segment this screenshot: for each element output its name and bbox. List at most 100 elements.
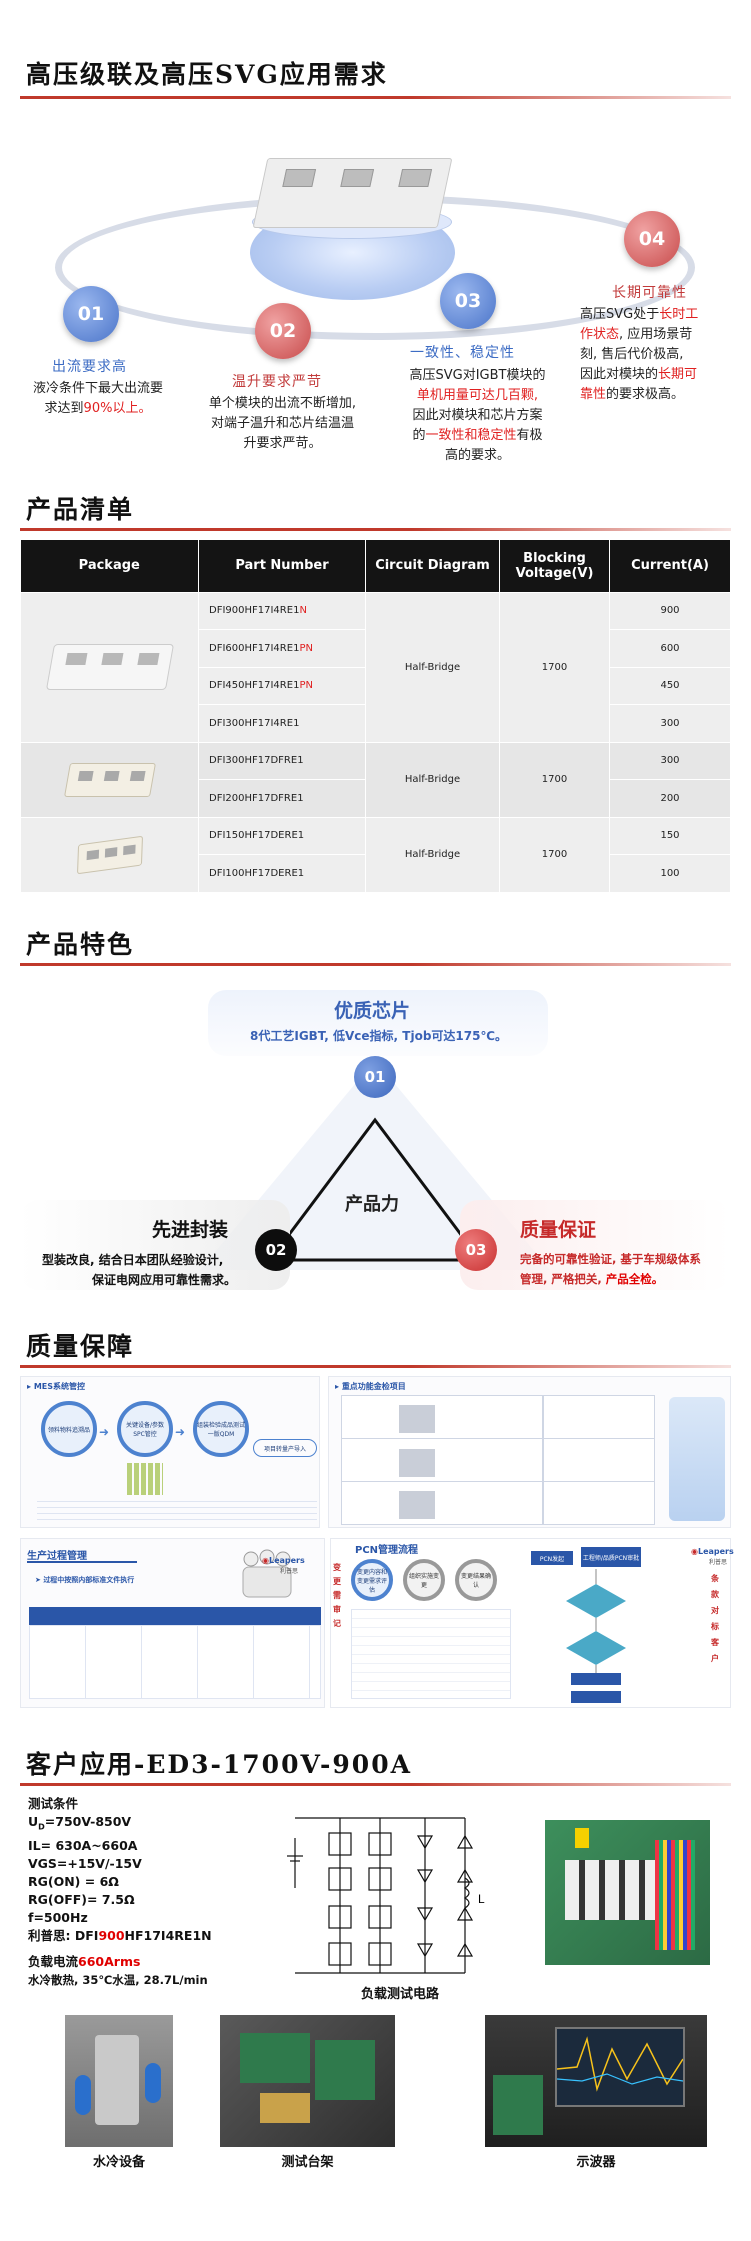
product-table: Package Part Number Circuit Diagram Bloc… xyxy=(20,540,731,893)
feature-title-03: 一致性、稳定性 xyxy=(410,345,515,361)
cond-cooling: 水冷散热, 35℃水温, 28.7L/min xyxy=(28,1972,208,1987)
current: 450 xyxy=(609,666,731,705)
load-test-circuit: L xyxy=(287,1817,485,1974)
pcn-title: PCN管理流程 xyxy=(355,1545,419,1556)
water-cooling-photo xyxy=(65,2015,173,2147)
col-voltage: Blocking Voltage(V) xyxy=(499,540,610,592)
pcn-table xyxy=(351,1609,511,1699)
pcn-step-2: 组织实施变更 xyxy=(403,1559,445,1601)
package-image-62mm xyxy=(20,741,199,818)
photo-caption-water: 水冷设备 xyxy=(92,2155,145,2170)
section-title-customer-app: 客户应用-ED3-1700V-900A xyxy=(26,1750,412,1779)
circuit-diagram: Half-Bridge xyxy=(365,741,500,818)
pcn-start: PCN发起 xyxy=(531,1551,573,1565)
part-number: DFI300HF17DFRE1 xyxy=(198,741,366,780)
people-icon xyxy=(237,1547,297,1603)
mes-flow-1: 领料物料追溯品 xyxy=(41,1401,97,1457)
feature-text-02: 单个模块的出流不断增加, 对端子温升和芯片结温温 升要求严苛。 xyxy=(208,396,357,451)
arrow-icon: ➜ xyxy=(175,1425,186,1439)
circuit-diagram: Half-Bridge xyxy=(365,591,500,743)
cond-ud: UD=750V-850V xyxy=(28,1814,132,1832)
brand-logo-2: ◉Leapers xyxy=(262,1556,305,1565)
current: 100 xyxy=(609,854,731,893)
svg-text:L: L xyxy=(478,1892,485,1906)
feature-text-04: 高压SVG处于长时工 作状态, 应用场景苛 刻, 售后代价极高, 因此对模块的长… xyxy=(580,307,699,402)
process-underline xyxy=(27,1561,137,1563)
part-number: DFI900HF17I4RE1N xyxy=(198,591,366,630)
mes-flow-3: 组装检验成品测试 一版QDM xyxy=(193,1401,249,1457)
mes-notes xyxy=(37,1501,317,1523)
col-package: Package xyxy=(20,540,199,592)
feature-text-quality-1: 完备的可靠性验证, 基于车规级体系 xyxy=(520,1252,701,1266)
pcn-step-1: 变更内容和变更需求评估 xyxy=(351,1559,393,1601)
process-table-header xyxy=(29,1607,321,1625)
process-sub: ➤ 过程中按照内部标准文件执行 xyxy=(35,1576,135,1584)
feature-text-chip: 8代工艺IGBT, 低Vce指标, Tjob可达175℃。 xyxy=(250,1029,508,1043)
key-items-table xyxy=(341,1395,543,1525)
feature-text-package-2: 保证电网应用可靠性需求。 xyxy=(92,1273,237,1287)
blocking-voltage: 1700 xyxy=(499,591,610,743)
feature-ball-04: 04 xyxy=(624,211,680,267)
brand-cn-2: 利普思 xyxy=(280,1568,299,1575)
current: 150 xyxy=(609,816,731,855)
feature-num-02: 02 xyxy=(255,1229,297,1271)
feature-text-01: 液冷条件下最大出流要 求达到90%以上。 xyxy=(32,381,163,416)
part-number: DFI450HF17I4RE1PN xyxy=(198,666,366,705)
test-conditions: 测试条件 UD=750V-850V IL= 630A~660A VGS=+15V… xyxy=(28,1796,212,1987)
feature-title-chip: 优质芯片 xyxy=(334,1000,411,1022)
mes-flow-2: 关键设备/参数SPC管控 xyxy=(117,1401,173,1457)
pcn-panel: PCN管理流程 变更需审记 变更内容和变更需求评估 组织实施变更 变更结果确认 … xyxy=(330,1538,734,1708)
circuit-diagram: Half-Bridge xyxy=(365,816,500,893)
feature-banner-03 xyxy=(460,1200,730,1290)
section-divider xyxy=(20,963,731,966)
section-divider xyxy=(20,1365,731,1368)
section-title-svg-demand: 高压级联及高压SVG应用需求 xyxy=(26,60,388,89)
process-title: 生产过程管理 xyxy=(27,1551,87,1562)
current: 600 xyxy=(609,629,731,668)
key-items-note xyxy=(669,1397,725,1521)
mes-title: ▸ MES系统管控 xyxy=(27,1382,85,1391)
package-image-ed3 xyxy=(20,591,199,743)
oscilloscope-photo xyxy=(485,2015,707,2147)
col-part-number: Part Number xyxy=(198,540,366,592)
feature-title-quality: 质量保证 xyxy=(520,1219,597,1241)
cond-title: 测试条件 xyxy=(28,1796,79,1811)
section-divider xyxy=(20,528,731,531)
key-items-table-right xyxy=(543,1395,655,1525)
table-row: DFI200HF17DFRE1 200 xyxy=(21,779,731,818)
igbt-module-image xyxy=(252,158,453,228)
pcn-side-left: 变更需审记 xyxy=(333,1563,341,1628)
table-row: DFI900HF17I4RE1N Half-Bridge 1700 900 xyxy=(20,591,731,743)
pcn-flowchart xyxy=(566,1569,626,1703)
table-row: DFI150HF17DERE1 Half-Bridge 1700 150 xyxy=(20,816,731,893)
center-label: 产品力 xyxy=(345,1194,399,1215)
circuit-caption: 负载测试电路 xyxy=(360,1987,439,2002)
section-divider xyxy=(20,1783,731,1786)
part-number: DFI150HF17DERE1 xyxy=(198,816,366,855)
cond-part: 利普思: DFI900HF17I4RE1N xyxy=(28,1927,212,1943)
current: 900 xyxy=(609,591,731,630)
test-bench-photo xyxy=(220,2015,395,2147)
blocking-voltage: 1700 xyxy=(499,816,610,893)
pcn-approval: 工程师/品质PCN审批 xyxy=(581,1547,641,1567)
equipment-photo xyxy=(399,1449,435,1477)
pcn-step-3: 变更结果确认 xyxy=(455,1559,497,1601)
process-panel: 生产过程管理 ➤ 过程中按照内部标准文件执行 xyxy=(20,1538,325,1708)
mes-panel: ▸ MES系统管控 领料物料追溯品 ➜ 关键设备/参数SPC管控 ➜ 组装检验成… xyxy=(20,1376,320,1528)
pcn-side-right: 条款对标客户 xyxy=(711,1574,719,1663)
current: 300 xyxy=(609,704,731,743)
blocking-voltage: 1700 xyxy=(499,741,610,818)
feature-ball-03: 03 xyxy=(440,273,496,329)
bar-graphic xyxy=(127,1463,163,1495)
feature-title-package: 先进封装 xyxy=(152,1219,229,1241)
feature-text-package-1: 型装改良, 结合日本团队经验设计, xyxy=(42,1253,224,1267)
feature-ball-01: 01 xyxy=(63,286,119,342)
feature-title-02: 温升要求严苛 xyxy=(232,374,322,390)
current: 300 xyxy=(609,741,731,780)
package-image-34mm xyxy=(20,816,199,893)
photo-caption-bench: 测试台架 xyxy=(281,2155,334,2170)
section-title-product-list: 产品清单 xyxy=(26,495,135,524)
key-items-title: ▸ 重点功能金检项目 xyxy=(335,1382,406,1391)
feature-ball-02: 02 xyxy=(255,303,311,359)
feature-text-03: 高压SVG对IGBT模块的 单机用量可达几百颗, 因此对模块和芯片方案 的一致性… xyxy=(409,368,546,463)
